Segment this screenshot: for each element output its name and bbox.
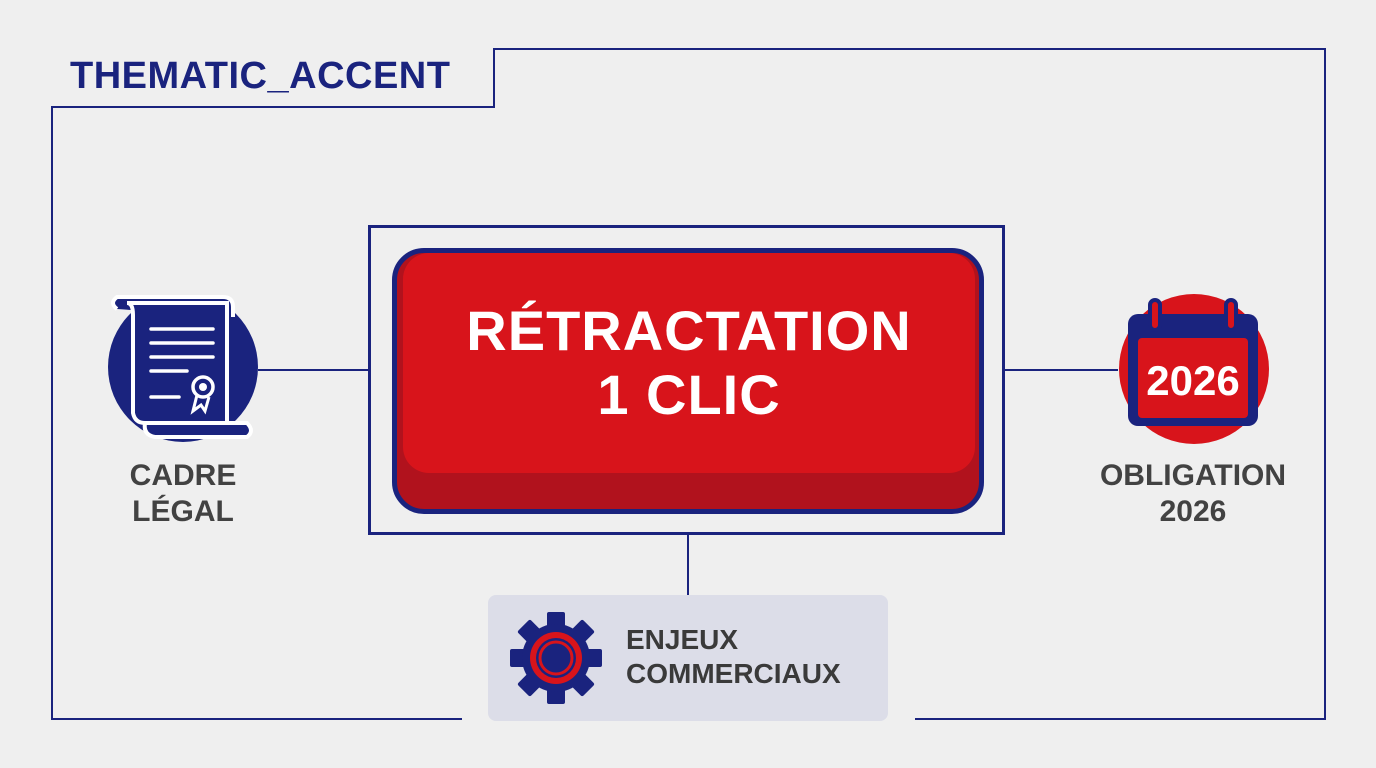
enjeux-commerciaux-card: ENJEUX COMMERCIAUX [488, 595, 888, 721]
retractation-label-line1: RÉTRACTATION [466, 299, 912, 362]
retractation-label-line2: 1 CLIC [597, 363, 781, 426]
enjeux-line1: ENJEUX [626, 624, 739, 655]
obligation-label: OBLIGATION 2026 [1098, 458, 1288, 530]
legal-scroll-icon [105, 292, 261, 443]
cadre-legal-line2: LÉGAL [132, 495, 234, 528]
outer-frame [51, 48, 1326, 720]
calendar-icon: 2026 [1114, 294, 1274, 444]
obligation-line1: OBLIGATION [1099, 459, 1287, 492]
gear-icon [506, 608, 606, 713]
center-frame [368, 225, 1005, 535]
enjeux-line2: COMMERCIAUX [626, 658, 841, 689]
retractation-button[interactable]: RÉTRACTATION 1 CLIC [392, 248, 984, 514]
enjeux-commerciaux-label: ENJEUX COMMERCIAUX [626, 623, 841, 691]
cadre-legal-line1: CADRE [129, 459, 237, 492]
obligation-line2: 2026 [1159, 495, 1227, 528]
retractation-button-face: RÉTRACTATION 1 CLIC [403, 253, 975, 473]
cadre-legal-label: CADRE LÉGAL [110, 458, 256, 530]
calendar-year: 2026 [1146, 357, 1239, 404]
page-title: THEMATIC_ACCENT [70, 55, 451, 97]
